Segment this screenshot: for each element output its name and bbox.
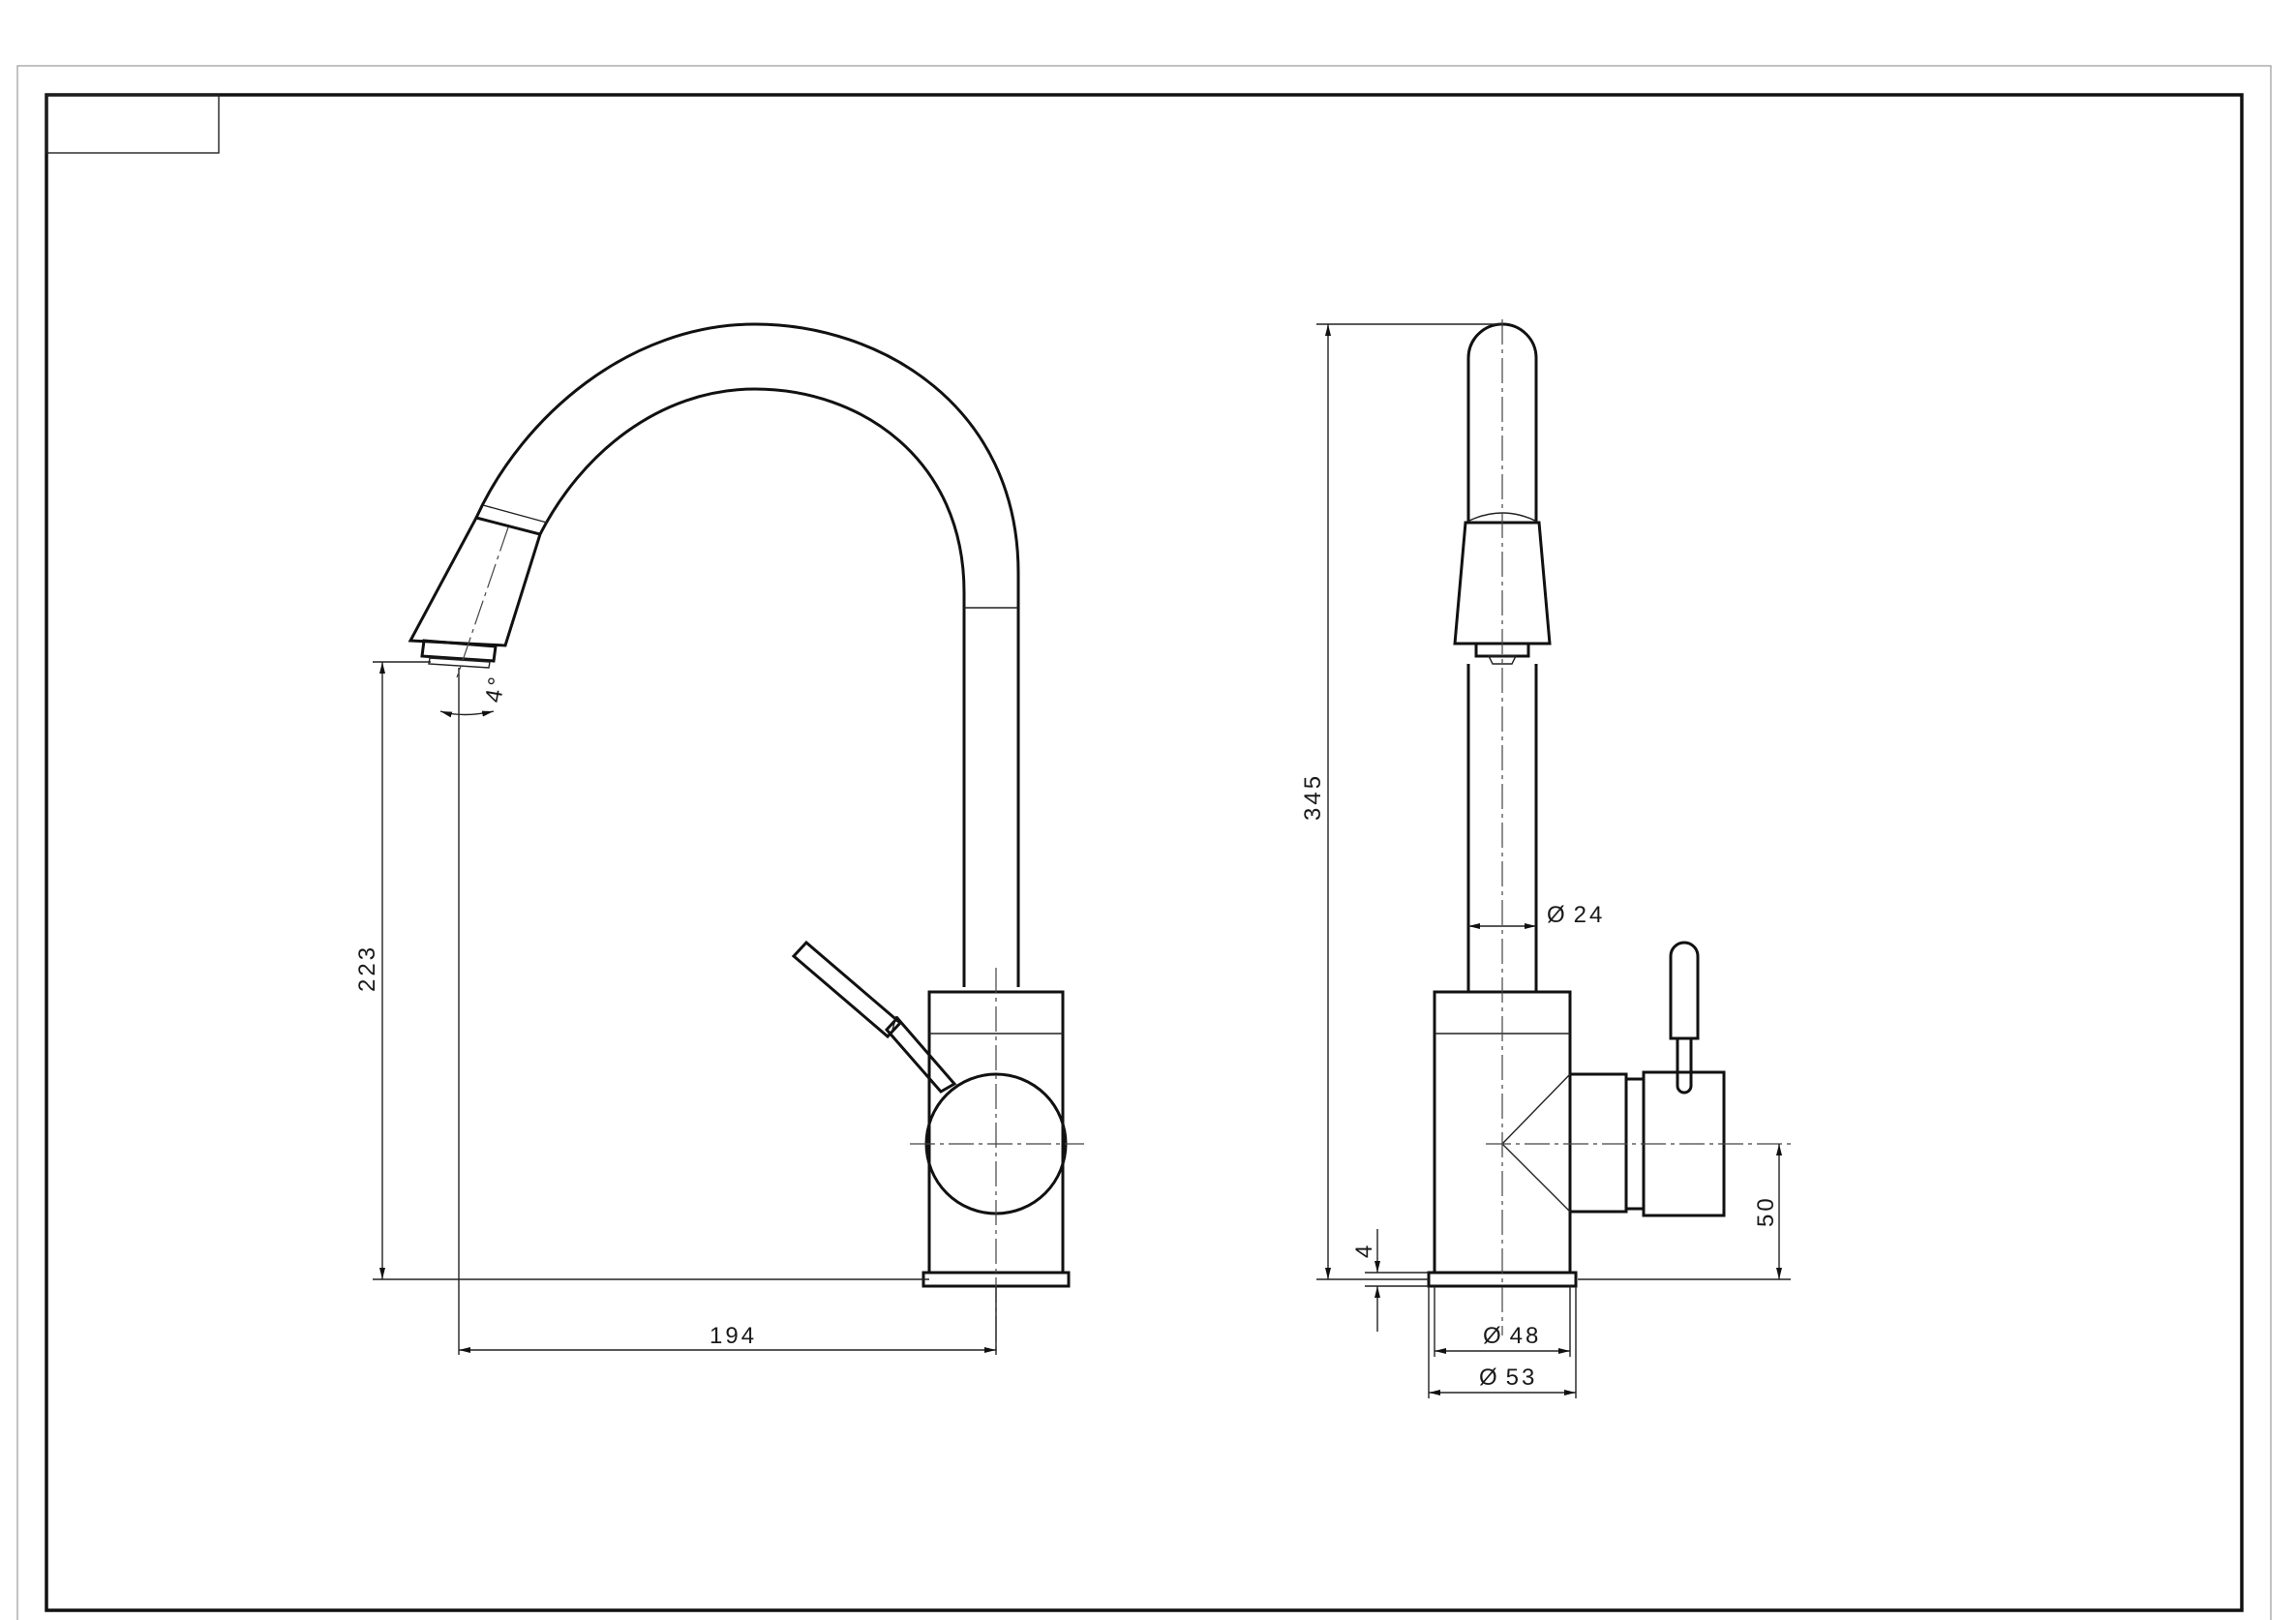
- dim-total-height: 345: [1300, 773, 1326, 821]
- spout-nozzle: [408, 516, 542, 647]
- front-view: 4° 223 194: [354, 322, 1084, 1355]
- dim-spout-height: 223: [354, 945, 380, 992]
- sheet-outer-border: [16, 65, 2272, 1620]
- spout-outer-curve: [474, 322, 1020, 987]
- side-nozzle: [1453, 521, 1552, 645]
- aerator: [420, 639, 498, 663]
- dim-handle-height: 50: [1753, 1195, 1779, 1227]
- dim-base-plate: 4: [1351, 1243, 1377, 1258]
- title-block-box: [45, 94, 220, 154]
- spout-inner-curve: [538, 387, 966, 987]
- dim-spout-reach: 194: [710, 1323, 757, 1349]
- side-valve-cone: [1570, 1072, 1628, 1214]
- front-lever-handle: [791, 940, 903, 1039]
- drawing-frame: [45, 93, 2244, 1612]
- side-lever: [1669, 941, 1700, 1040]
- dim-spout-angle: 4°: [480, 673, 511, 705]
